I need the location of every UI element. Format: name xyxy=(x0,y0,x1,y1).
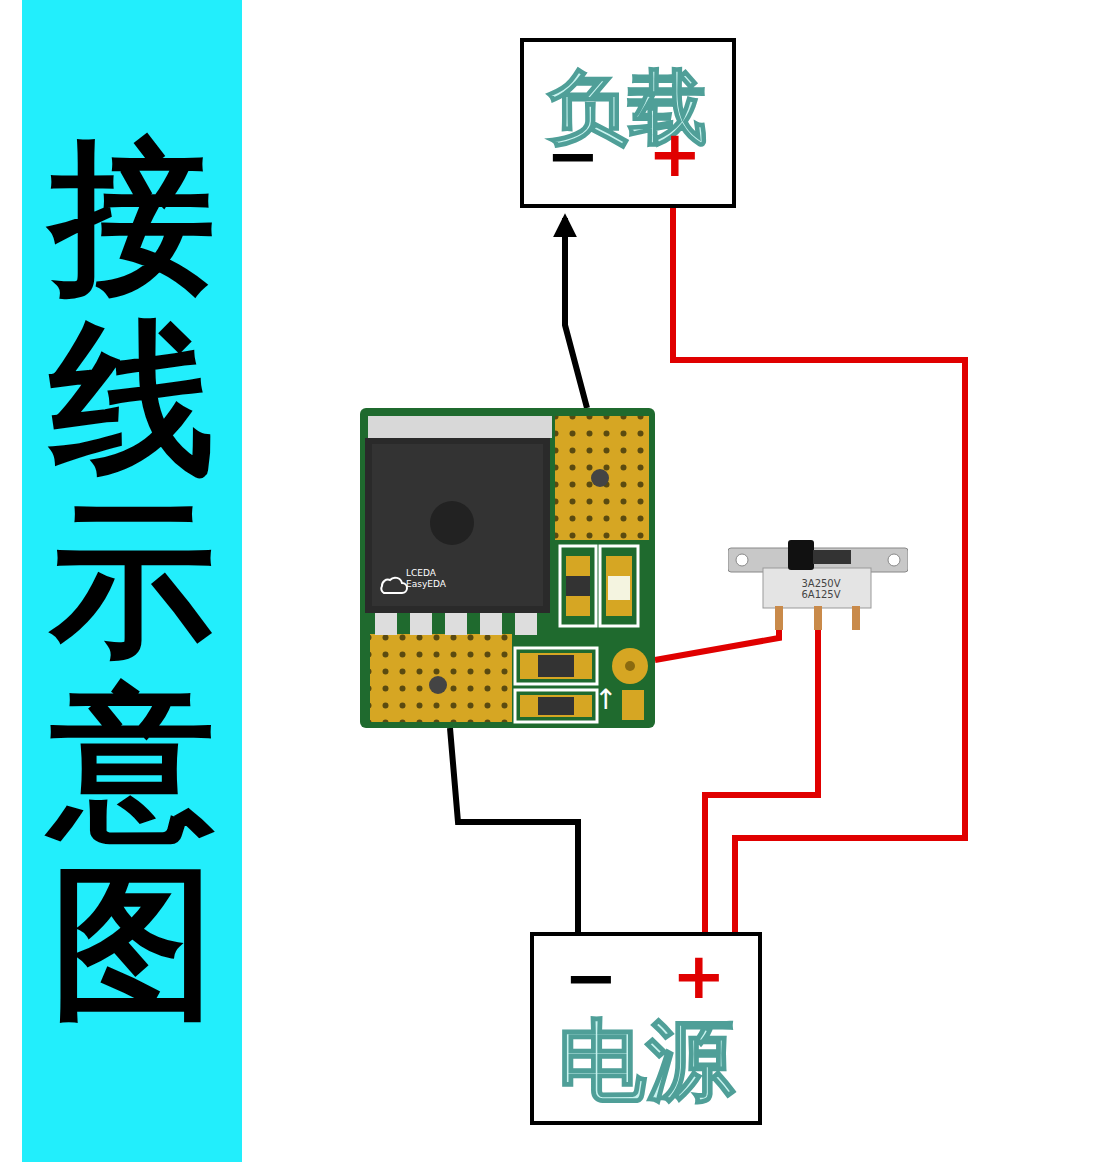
pcb-module: LCEDA EasyEDA ↑ xyxy=(360,408,655,728)
minus-sign: − xyxy=(564,942,618,1016)
title-band: 接线示意图 xyxy=(22,0,242,1162)
power-box: −+电源 xyxy=(530,932,762,1125)
wire xyxy=(705,630,818,932)
switch-rating: 3A250V 6A125V xyxy=(792,578,850,600)
pcb-silkscreen: LCEDA EasyEDA xyxy=(406,568,454,590)
pcb-illustration xyxy=(360,408,655,728)
wire xyxy=(450,728,578,932)
title-text: 接线示意图 xyxy=(50,127,215,1035)
wire xyxy=(565,218,587,408)
power-label: 电源 xyxy=(534,1010,758,1111)
plus-sign: + xyxy=(648,118,702,192)
wire xyxy=(673,208,965,932)
minus-sign: − xyxy=(546,120,600,194)
wire xyxy=(655,630,779,660)
silkscreen-arrow: ↑ xyxy=(594,684,617,716)
slide-switch: 3A250V 6A125V xyxy=(728,540,908,630)
plus-sign: + xyxy=(672,940,726,1014)
load-box: 负载−+ xyxy=(520,38,736,208)
